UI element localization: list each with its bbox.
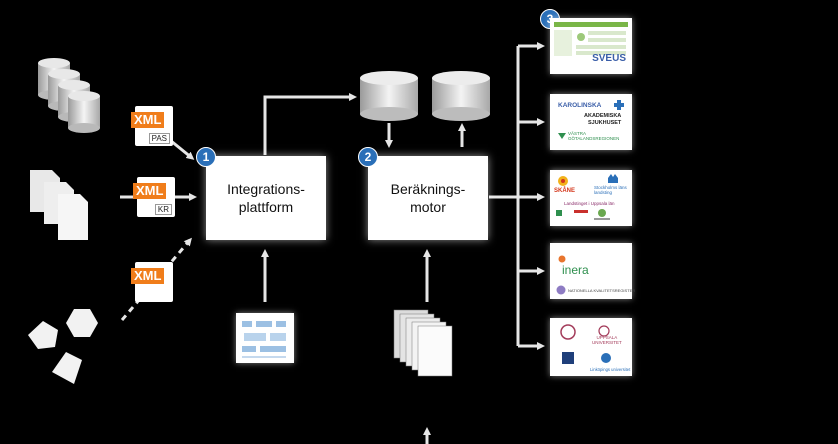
cross-logo-icon [614,100,624,110]
step-badge: 1 [196,147,216,167]
xml-label: XML [131,112,165,128]
xml-label: XML [131,268,165,284]
source-documents-icon [30,170,88,240]
architecture-diagram-thumbnail [236,313,294,363]
inera-logo: inera [562,263,589,277]
linkoping-university-logo: Linköpings universitet [590,367,631,372]
calculation-engine-box: Beräknings- motor [368,156,488,240]
skane-logo: SKÅNE [554,188,576,194]
karolinska-logo: KAROLINSKA [558,102,602,109]
landstinget-logo: Landstinget i Uppsala län [564,201,615,206]
dashboard-screenshot-icon [554,22,628,56]
stockholm-logo: Stockholms läns landsting [594,185,627,195]
inera-logo-icon [558,255,566,263]
akademiska-logo: AKADEMISKA SJUKHUSET [584,113,622,126]
university-seals-icon [560,324,611,364]
output-panel-universities: UPPSALA UNIVERSITET Linköpings universit… [550,318,632,376]
sveus-logo: SVEUS [592,53,626,64]
xml-label: XML [133,183,167,199]
xml-file-kr: XML KR [133,177,175,217]
stockholm-logo-icon [608,174,618,183]
step-badge: 2 [358,147,378,167]
vgr-logo: VÄSTRA GÖTALANDSREGIONEN [568,131,620,141]
xml-sublabel: PAS [148,133,170,144]
xml-file-pas: XML PAS [131,106,173,146]
uppsala-university-logo: UPPSALA UNIVERSITET [592,335,622,345]
arrow-integration-to-db [263,93,357,155]
diagram-thumbnail-graphic [242,321,286,358]
skane-logo-icon [558,176,568,186]
database-cylinder-icon [360,71,418,121]
region-logos-icon [556,209,610,220]
xml-sublabel: KR [154,204,172,215]
xml-file: XML [131,262,173,302]
output-panel-inera: inera NATIONELLA KVALITETSREGISTER [550,243,636,299]
output-panel-regions: SKÅNE Stockholms läns landsting Landstin… [550,170,632,226]
output-panel-hospitals: KAROLINSKA AKADEMISKA SJUKHUSET VÄSTRA G… [550,94,632,150]
source-shapes-icon [28,309,98,384]
integration-platform-box: Integrations- plattform [206,156,326,240]
output-panel-sveus: SVEUS [550,18,632,74]
stacked-documents-icon [393,309,453,377]
nkr-logo-icon [556,285,566,295]
source-database-icon [38,58,100,133]
nkr-logo: NATIONELLA KVALITETSREGISTER [568,288,636,293]
database-cylinder-icon [432,71,490,121]
vgr-logo-icon [558,133,566,139]
